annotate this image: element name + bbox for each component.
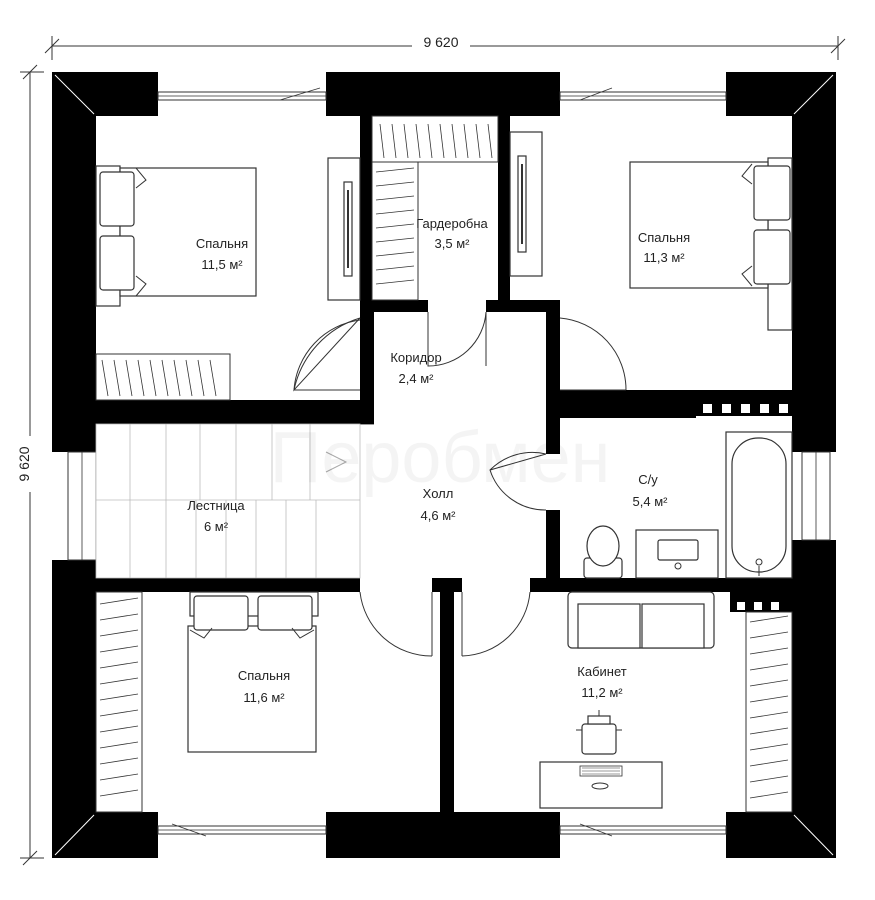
room-label-bedroom2: Спальня 11,3 м² (638, 230, 690, 265)
bed-bedroom2 (629, 157, 793, 331)
watermark: Перобмен (270, 418, 611, 498)
room-label-wardrobe: Гардеробна 3,5 м² (416, 216, 488, 251)
room-area: 11,3 м² (643, 250, 685, 265)
wardrobe-hall-top (371, 115, 499, 163)
bathtub (725, 431, 793, 579)
room-label-bedroom3: Спальня 11,6 м² (238, 668, 290, 705)
room-name: Лестница (187, 498, 245, 513)
room-area: 11,5 м² (201, 257, 243, 272)
room-area: 3,5 м² (435, 236, 471, 251)
room-name: Холл (423, 486, 454, 501)
outer-walls (52, 72, 836, 858)
windows (67, 87, 836, 837)
doors (293, 311, 627, 657)
wardrobe-bedroom1 (95, 353, 231, 401)
dimension-left-label: 9 620 (16, 446, 32, 481)
wardrobe-hall-left (371, 161, 419, 301)
sink (635, 529, 719, 579)
room-name: Спальня (196, 236, 248, 251)
interior-walls (96, 116, 792, 812)
room-label-corridor: Коридор 2,4 м² (390, 350, 441, 386)
wardrobe-bedroom3 (95, 591, 143, 813)
room-area: 11,2 м² (581, 685, 623, 700)
dimension-top: 9 620 (44, 33, 846, 60)
room-name: Гардеробна (416, 216, 488, 231)
room-name: Коридор (390, 350, 441, 365)
room-area: 11,6 м² (243, 690, 285, 705)
dimension-left: 9 620 (14, 64, 44, 866)
room-label-stairs: Лестница 6 м² (187, 498, 245, 534)
staircase (95, 423, 361, 579)
tv-unit-bedroom1 (327, 157, 361, 301)
room-label-bedroom1: Спальня 11,5 м² (196, 236, 248, 272)
desk-office (539, 761, 663, 809)
bed-bedroom1 (95, 165, 257, 307)
room-name: С/у (638, 472, 658, 487)
room-name: Спальня (238, 668, 290, 683)
room-area: 2,4 м² (399, 371, 435, 386)
room-label-hall: Холл 4,6 м² (421, 486, 457, 523)
vent-grille (696, 400, 792, 612)
room-area: 5,4 м² (633, 494, 669, 509)
room-area: 6 м² (204, 519, 229, 534)
room-area: 4,6 м² (421, 508, 457, 523)
bed-bedroom3 (187, 591, 319, 753)
tv-unit-bedroom2 (509, 131, 543, 277)
room-label-office: Кабинет 11,2 м² (577, 664, 626, 700)
chair-office (576, 710, 622, 755)
room-label-bathroom: С/у 5,4 м² (633, 472, 669, 509)
toilet (583, 525, 623, 579)
wardrobe-office (745, 611, 793, 813)
room-name: Спальня (638, 230, 690, 245)
sofa-office (567, 591, 715, 649)
dimension-top-label: 9 620 (423, 34, 458, 50)
room-name: Кабинет (577, 664, 626, 679)
